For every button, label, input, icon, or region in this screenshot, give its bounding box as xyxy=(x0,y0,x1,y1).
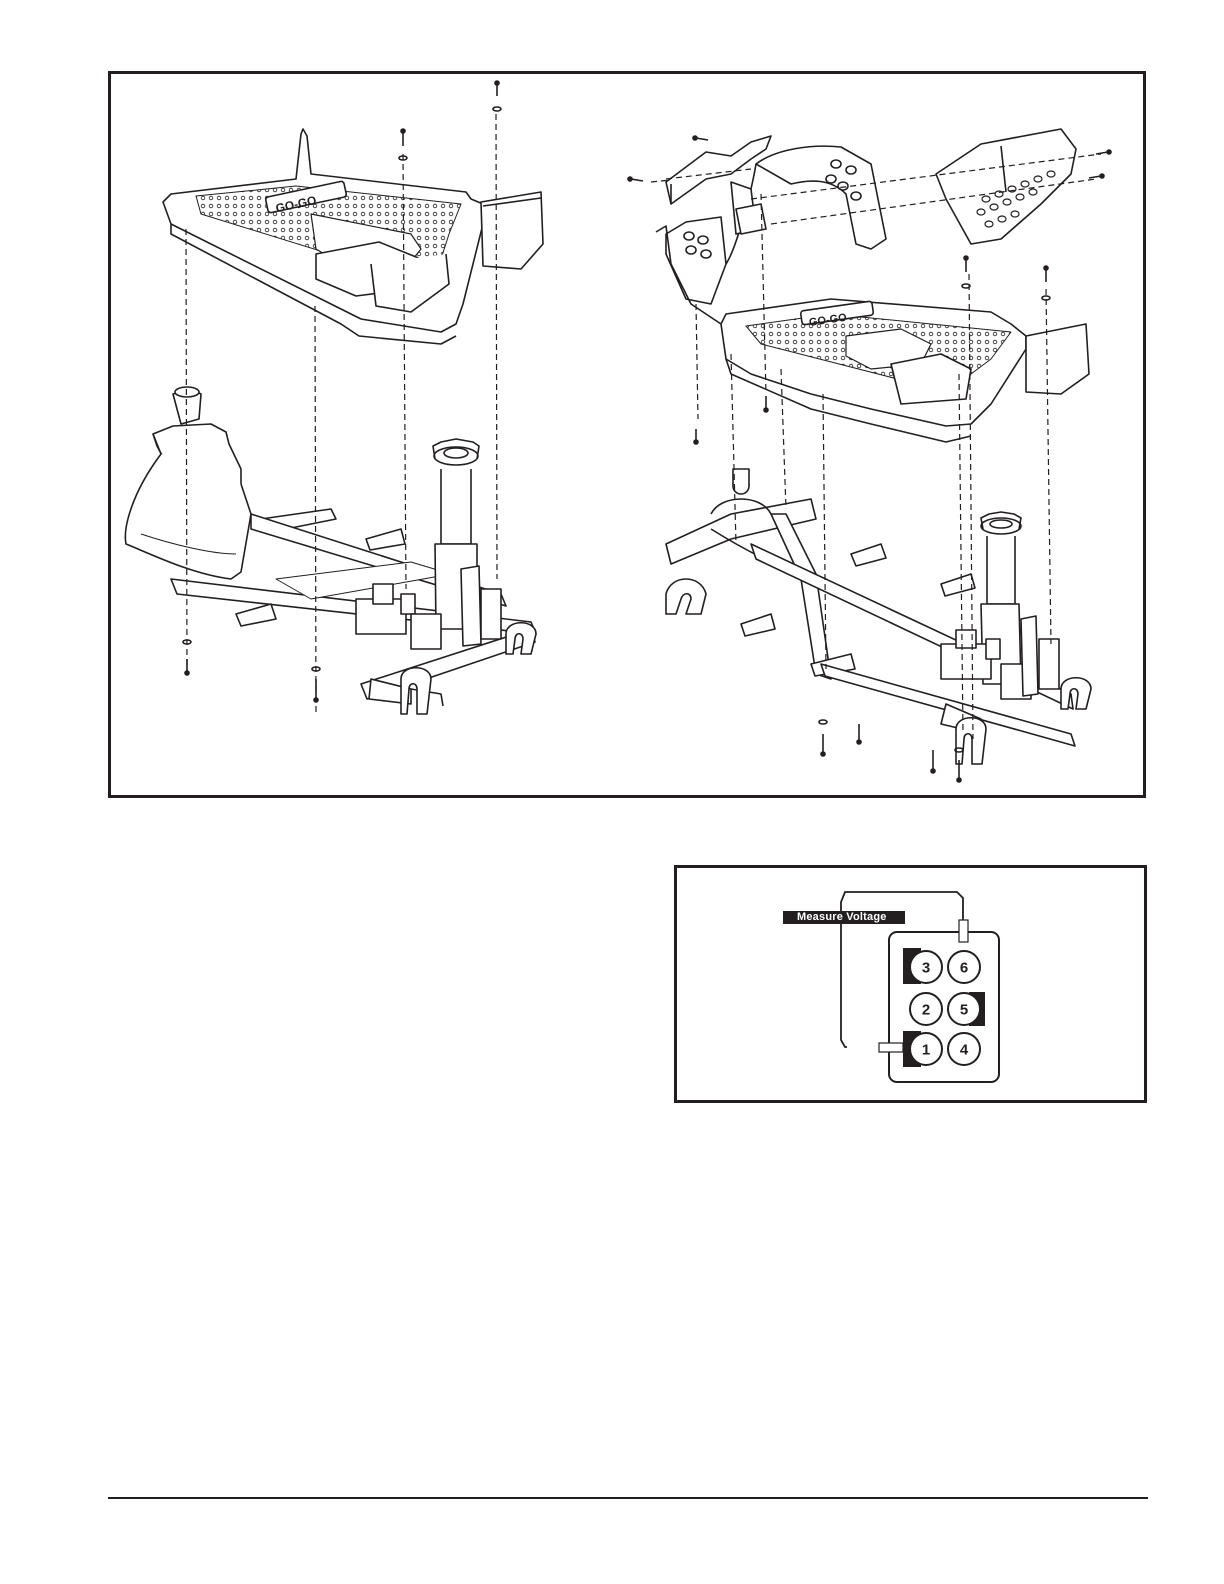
svg-text:2: 2 xyxy=(922,1002,930,1019)
pin-4: 4 xyxy=(948,1033,980,1065)
pin-diagram-drawing: 3 6 2 5 1 4 xyxy=(677,868,1144,1100)
svg-text:4: 4 xyxy=(960,1042,969,1059)
exploded-view-drawing: GO-GO xyxy=(111,74,1143,795)
pin-1: 1 xyxy=(910,1033,942,1065)
pin-6: 6 xyxy=(948,951,980,983)
connector-pin-diagram: 3 6 2 5 1 4 Measure Voltage xyxy=(674,865,1147,1103)
probe-tip-top xyxy=(959,920,968,942)
footer-rule xyxy=(108,1497,1148,1499)
measure-voltage-label: Measure Voltage xyxy=(783,911,905,924)
probe-tip-bottom xyxy=(879,1043,903,1052)
left-tiller-console xyxy=(125,387,251,579)
pin-2: 2 xyxy=(910,993,942,1025)
pin-3: 3 xyxy=(910,951,942,983)
svg-text:1: 1 xyxy=(922,1042,930,1059)
pin-5: 5 xyxy=(948,993,980,1025)
exploded-view-figure: GO-GO xyxy=(108,71,1146,798)
svg-text:6: 6 xyxy=(960,960,968,977)
right-side-cover xyxy=(936,129,1076,244)
svg-text:3: 3 xyxy=(922,960,930,977)
svg-text:5: 5 xyxy=(960,1002,968,1019)
left-floor-shroud: GO-GO xyxy=(163,129,543,344)
